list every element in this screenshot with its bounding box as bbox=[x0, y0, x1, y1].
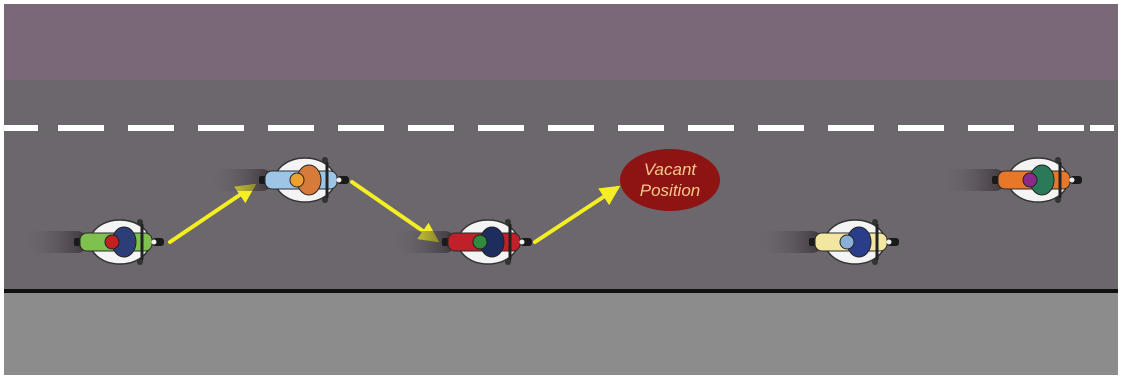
mirror bbox=[137, 259, 143, 265]
vacant-label-line1: Vacant bbox=[644, 160, 698, 179]
mirror bbox=[872, 219, 878, 225]
mirror bbox=[1055, 197, 1061, 203]
mirror bbox=[1055, 157, 1061, 163]
headlight bbox=[887, 240, 892, 245]
mirror bbox=[322, 157, 328, 163]
headlight bbox=[337, 178, 342, 183]
sidewalk bbox=[4, 291, 1118, 375]
mirror bbox=[137, 219, 143, 225]
vacant-position-ellipse bbox=[620, 149, 720, 211]
vacant-label-line2: Position bbox=[640, 181, 700, 200]
mirror bbox=[505, 219, 511, 225]
headlight bbox=[520, 240, 525, 245]
sky-band bbox=[4, 4, 1118, 80]
vacant-position-marker: Vacant Position bbox=[620, 149, 720, 211]
road-edge-line bbox=[4, 289, 1118, 293]
helmet bbox=[1023, 173, 1037, 187]
helmet bbox=[105, 235, 119, 249]
mirror bbox=[505, 259, 511, 265]
mirror bbox=[322, 197, 328, 203]
helmet bbox=[290, 173, 304, 187]
helmet bbox=[473, 235, 487, 249]
helmet bbox=[840, 235, 854, 249]
mirror bbox=[872, 259, 878, 265]
headlight bbox=[152, 240, 157, 245]
headlight bbox=[1070, 178, 1075, 183]
